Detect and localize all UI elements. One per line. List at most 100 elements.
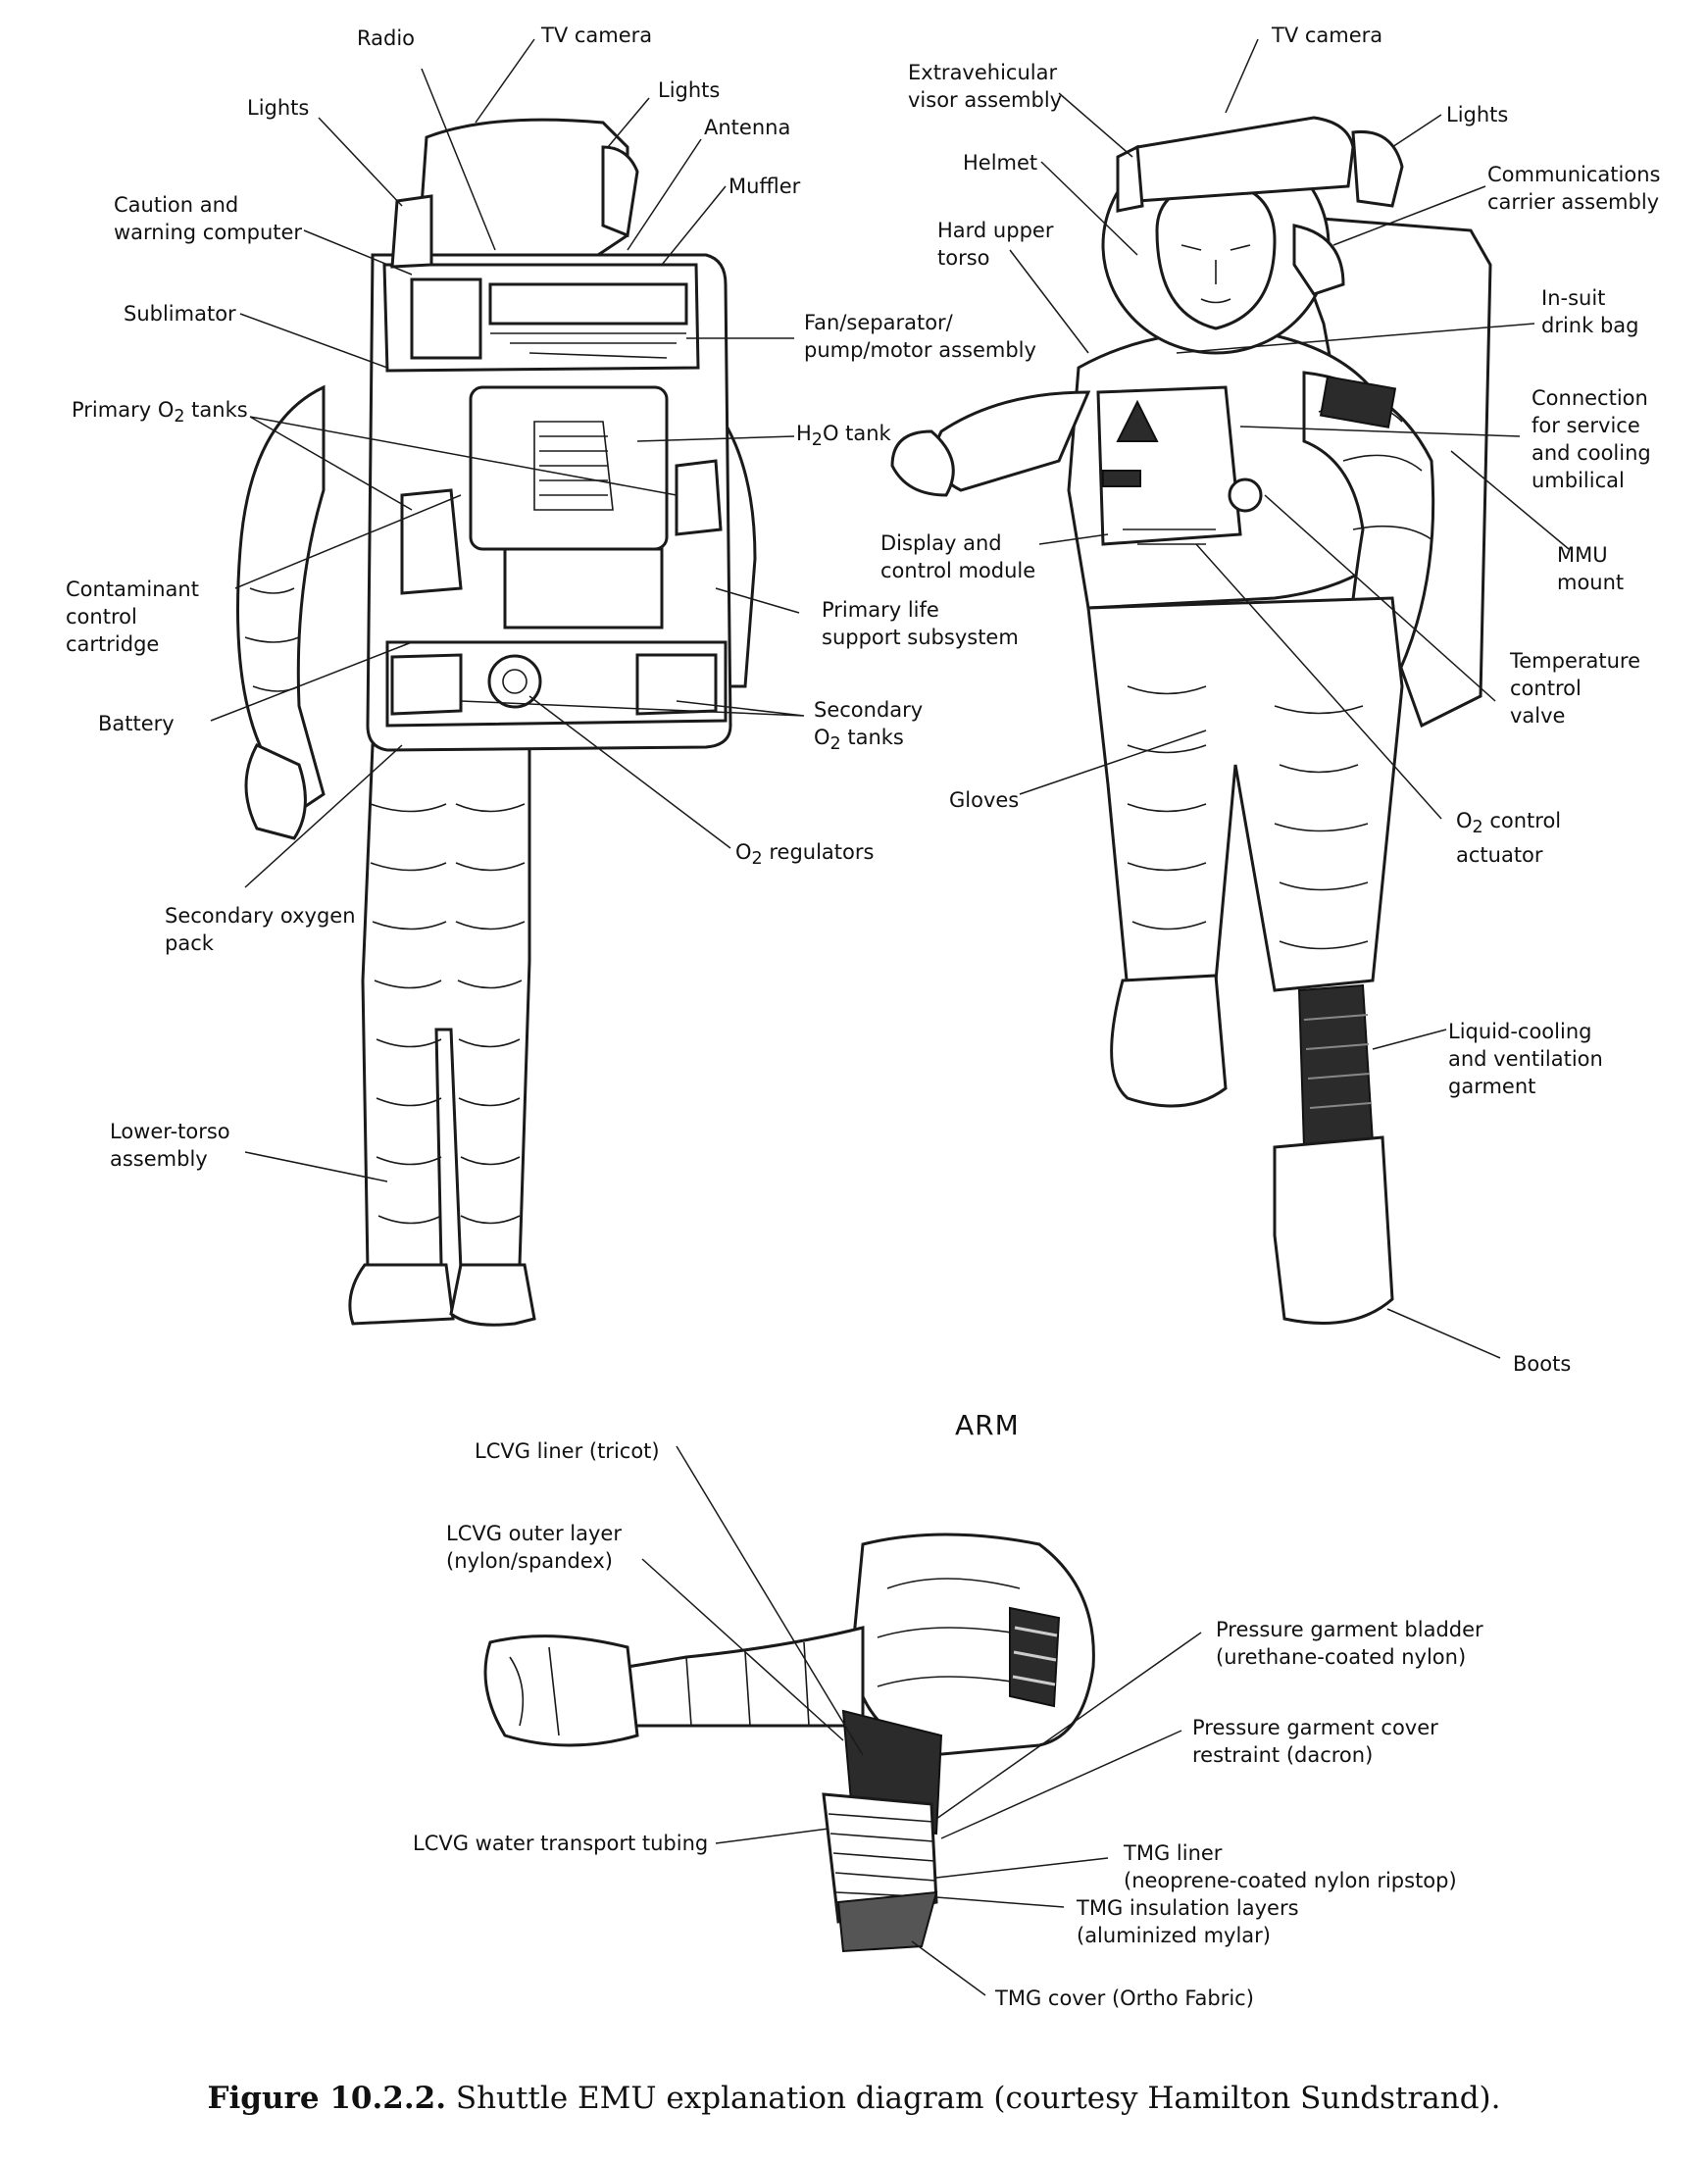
label-conn-line-3: and cooling — [1532, 441, 1651, 465]
label-tmg-liner-line-2: (neoprene-coated nylon ripstop) — [1124, 1869, 1457, 1892]
label-mmu-mount: MMU mount — [1557, 541, 1624, 596]
label-gloves: Gloves — [949, 788, 1020, 812]
label-hut-line-1: Hard upper — [937, 219, 1054, 242]
label-helmet: Helmet — [963, 151, 1038, 175]
arm-section-heading: ARM — [955, 1409, 1020, 1441]
label-service-umbilical-connection: Connection for service and cooling umbil… — [1532, 384, 1651, 494]
arm-cutaway — [483, 1533, 1095, 1953]
label-o2-act-subscript: 2 — [1472, 818, 1483, 838]
label-tmg-insulation: TMG insulation layers (aluminized mylar) — [1077, 1894, 1299, 1949]
label-conn-line-2: for service — [1532, 414, 1640, 437]
label-battery: Battery — [98, 712, 175, 735]
label-drink-line-2: drink bag — [1541, 314, 1639, 337]
label-sec-pack-line-1: Secondary oxygen — [165, 904, 356, 928]
label-o2-reg-subscript: 2 — [751, 849, 763, 870]
label-hard-upper-torso: Hard upper torso — [937, 217, 1053, 272]
label-bladder-line-1: Pressure garment bladder — [1216, 1618, 1483, 1641]
label-dcm-line-2: control module — [880, 559, 1036, 582]
label-primary-life-support: Primary life support subsystem — [822, 596, 1019, 651]
label-display-control-module: Display and control module — [880, 529, 1035, 584]
label-contaminant-line-2: control — [66, 605, 137, 628]
label-o2-act-line-1: O2 control — [1456, 807, 1561, 841]
label-cover-line-1: Pressure garment cover — [1192, 1716, 1438, 1739]
label-tv-camera-front: TV camera — [1272, 24, 1383, 47]
label-dcm-line-1: Display and — [880, 531, 1002, 555]
label-h2o-tank: H2O tank — [796, 420, 891, 454]
label-mmu-line-1: MMU — [1557, 543, 1608, 567]
label-extravehicular-visor: Extravehicular visor assembly — [908, 59, 1062, 114]
label-bladder-line-2: (urethane-coated nylon) — [1216, 1645, 1467, 1669]
label-h2o-tail: O tank — [822, 422, 891, 445]
label-secondary-tanks-text: O — [814, 726, 830, 749]
label-hut-line-2: torso — [937, 246, 990, 270]
figure-caption-text: Shuttle EMU explanation diagram (courtes… — [446, 2081, 1501, 2116]
rear-view-suit — [236, 118, 757, 1327]
label-temp-line-1: Temperature — [1510, 649, 1641, 673]
label-antenna: Antenna — [704, 116, 791, 139]
leader-lines — [210, 38, 1570, 1996]
label-outer-line-2: (nylon/spandex) — [446, 1549, 613, 1573]
label-tmg-liner: TMG liner (neoprene-coated nylon ripstop… — [1124, 1839, 1457, 1894]
label-communications-carrier: Communications carrier assembly — [1487, 161, 1660, 216]
figure-caption: Figure 10.2.2. Shuttle EMU explanation d… — [0, 2081, 1708, 2116]
label-o2-regulators: O2 regulators — [735, 838, 874, 873]
label-secondary-oxygen-pack: Secondary oxygen pack — [165, 902, 356, 957]
label-secondary-o2-tanks: Secondary O2 tanks — [814, 696, 923, 758]
label-comm-line-2: carrier assembly — [1487, 190, 1660, 214]
label-fan-line-2: pump/motor assembly — [804, 338, 1036, 362]
label-o2-act-line-2: actuator — [1456, 843, 1543, 868]
label-caution-warning-computer: Caution and warning computer — [114, 191, 302, 246]
label-h2o-subscript: 2 — [811, 430, 823, 451]
label-secondary-tanks-line-2: O2 tanks — [814, 724, 923, 758]
label-temp-line-2: control — [1510, 677, 1582, 700]
label-pls-line-2: support subsystem — [822, 626, 1019, 649]
label-fan-line-1: Fan/separator/ — [804, 311, 953, 334]
label-conn-line-4: umbilical — [1532, 469, 1625, 492]
label-drink-line-1: In-suit — [1541, 286, 1606, 310]
label-secondary-tanks-tail: tanks — [840, 726, 904, 749]
label-sec-pack-line-2: pack — [165, 931, 214, 955]
label-temp-line-3: valve — [1510, 704, 1566, 728]
label-o2-act-text: O — [1456, 809, 1473, 832]
label-secondary-tanks-subscript: 2 — [829, 734, 841, 755]
label-sublimator: Sublimator — [124, 302, 236, 326]
label-caution-line-2: warning computer — [114, 221, 303, 244]
label-contaminant-line-3: cartridge — [66, 632, 160, 656]
label-pressure-garment-bladder: Pressure garment bladder (urethane-coate… — [1216, 1616, 1483, 1671]
label-lights-rear-left: Lights — [247, 96, 310, 120]
label-temperature-control-valve: Temperature control valve — [1510, 647, 1640, 729]
label-in-suit-drink-bag: In-suit drink bag — [1541, 284, 1638, 339]
label-primary-o2-subscript: 2 — [174, 407, 185, 427]
label-liquid-cooling-garment: Liquid-cooling and ventilation garment — [1448, 1018, 1603, 1100]
label-lcvg-line-2: and ventilation — [1448, 1047, 1603, 1071]
label-ev-visor-line-2: visor assembly — [908, 88, 1063, 112]
label-tmg-liner-line-1: TMG liner — [1124, 1841, 1223, 1865]
label-lta-line-1: Lower-torso — [110, 1120, 230, 1143]
label-tv-camera-rear: TV camera — [541, 24, 653, 47]
label-fan-separator: Fan/separator/ pump/motor assembly — [804, 309, 1036, 364]
label-lta-line-2: assembly — [110, 1147, 208, 1171]
label-tmg-ins-line-1: TMG insulation layers — [1077, 1896, 1299, 1920]
label-contaminant-cartridge: Contaminant control cartridge — [66, 576, 199, 658]
label-lcvg-outer-layer: LCVG outer layer (nylon/spandex) — [446, 1520, 622, 1575]
label-lcvg-line-1: Liquid-cooling — [1448, 1020, 1592, 1043]
label-caution-line-1: Caution and — [114, 193, 239, 217]
front-view-suit — [890, 116, 1492, 1325]
figure-number: Figure 10.2.2. — [207, 2081, 446, 2116]
label-lcvg-liner: LCVG liner (tricot) — [475, 1439, 660, 1463]
label-pressure-garment-cover: Pressure garment cover restraint (dacron… — [1192, 1714, 1438, 1769]
label-primary-o2-tanks: Primary O2 tanks — [72, 396, 248, 430]
label-o2-control-actuator: O2 control actuator — [1456, 807, 1561, 869]
label-lower-torso-assembly: Lower-torso assembly — [110, 1118, 230, 1173]
label-lights-rear-right: Lights — [658, 78, 721, 102]
label-comm-line-1: Communications — [1487, 163, 1661, 186]
label-boots: Boots — [1513, 1352, 1572, 1376]
label-contaminant-line-1: Contaminant — [66, 578, 199, 601]
label-outer-line-1: LCVG outer layer — [446, 1522, 622, 1545]
label-muffler: Muffler — [728, 175, 801, 198]
label-mmu-line-2: mount — [1557, 571, 1625, 594]
label-lcvg-line-3: garment — [1448, 1075, 1536, 1098]
label-tmg-cover: TMG cover (Ortho Fabric) — [995, 1986, 1254, 2010]
label-primary-o2-tail: tanks — [184, 398, 248, 422]
